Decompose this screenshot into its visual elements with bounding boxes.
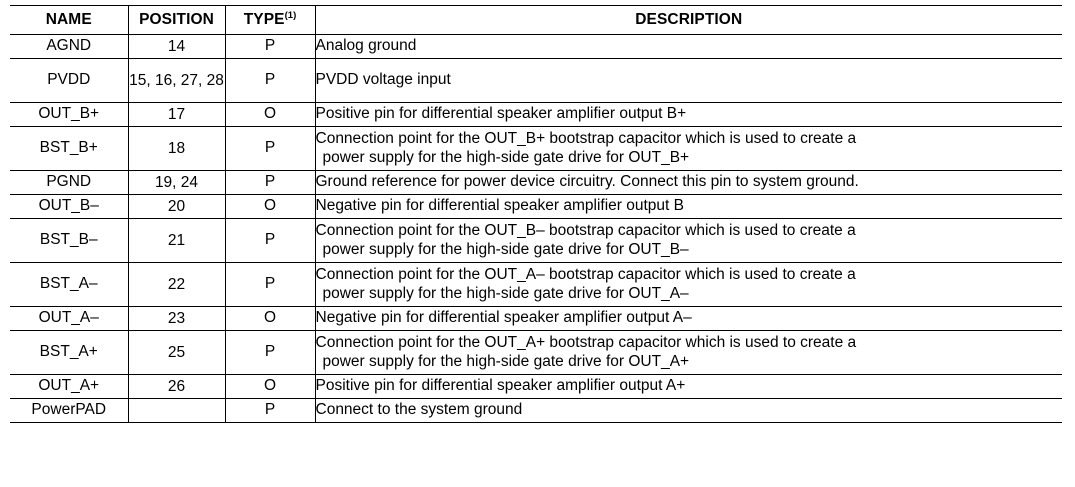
cell-pin-position: 19, 24 [128,170,226,195]
cell-pin-description: Ground reference for power device circui… [315,170,1062,195]
cell-pin-description: PVDD voltage input [315,58,1062,103]
cell-pin-position: 20 [128,194,226,219]
cell-pin-position: 25 [128,330,226,375]
cell-pin-name: AGND [10,34,129,59]
column-header-type-label: TYPE [243,11,285,29]
cell-pin-name: OUT_A– [10,306,129,331]
description-line: Analog ground [315,37,417,55]
cell-pin-name: BST_A– [10,262,129,307]
cell-pin-position: 26 [128,374,226,399]
cell-pin-type: O [225,194,316,219]
cell-pin-position: 18 [128,126,226,171]
cell-pin-name: BST_B– [10,218,129,263]
cell-pin-type: O [225,374,316,399]
cell-pin-description: Connection point for the OUT_B+ bootstra… [315,126,1062,171]
cell-pin-position: 21 [128,218,226,263]
cell-pin-name: BST_A+ [10,330,129,375]
cell-pin-name: BST_B+ [10,126,129,171]
cell-pin-position: 22 [128,262,226,307]
cell-pin-position: 14 [128,34,226,59]
column-header-description: DESCRIPTION [315,5,1062,35]
cell-pin-type: P [225,126,316,171]
cell-pin-position: 17 [128,102,226,127]
cell-pin-name: PGND [10,170,129,195]
cell-pin-type: O [225,306,316,331]
cell-pin-description: Connect to the system ground [315,398,1062,423]
description-line: Connection point for the OUT_B– bootstra… [315,222,856,240]
cell-pin-description: Connection point for the OUT_A– bootstra… [315,262,1062,307]
cell-pin-description: Negative pin for differential speaker am… [315,306,1062,331]
description-line: Negative pin for differential speaker am… [315,309,692,327]
cell-pin-type: P [225,34,316,59]
cell-pin-type: P [225,262,316,307]
column-header-type: TYPE(1) [225,5,316,35]
description-line: Connection point for the OUT_B+ bootstra… [315,130,857,148]
description-line: Negative pin for differential speaker am… [315,197,684,215]
cell-pin-description: Negative pin for differential speaker am… [315,194,1062,219]
description-line: Positive pin for differential speaker am… [315,377,686,395]
description-line: PVDD voltage input [315,71,451,89]
cell-pin-type: P [225,170,316,195]
table-header-row: NAME POSITION TYPE(1) DESCRIPTION [10,5,1062,35]
description-line: Connection point for the OUT_A– bootstra… [315,266,856,284]
column-header-position: POSITION [128,5,226,35]
cell-pin-type: P [225,398,316,423]
column-header-name: NAME [10,5,129,35]
description-line: Connection point for the OUT_A+ bootstra… [315,334,857,352]
cell-pin-position [128,398,226,423]
cell-pin-name: OUT_B– [10,194,129,219]
cell-pin-type: O [225,102,316,127]
description-line: power supply for the high-side gate driv… [322,148,690,166]
cell-pin-description: Positive pin for differential speaker am… [315,102,1062,127]
cell-pin-name: OUT_A+ [10,374,129,399]
cell-pin-description: Analog ground [315,34,1062,59]
description-line: power supply for the high-side gate driv… [322,240,689,258]
table-header: NAME POSITION TYPE(1) DESCRIPTION [10,5,1062,35]
cell-pin-description: Connection point for the OUT_B– bootstra… [315,218,1062,263]
description-line: Positive pin for differential speaker am… [315,105,687,123]
description-line: power supply for the high-side gate driv… [322,352,690,370]
cell-pin-type: P [225,330,316,375]
cell-pin-position: 23 [128,306,226,331]
cell-pin-description: Connection point for the OUT_A+ bootstra… [315,330,1062,375]
cell-pin-type: P [225,58,316,103]
description-line: Connect to the system ground [315,401,523,419]
cell-pin-description: Positive pin for differential speaker am… [315,374,1062,399]
cell-pin-name: PVDD [10,58,129,103]
cell-pin-position: 15, 16, 27, 28 [128,58,226,103]
cell-pin-name: OUT_B+ [10,102,129,127]
cell-pin-name: PowerPAD [10,398,129,423]
description-line: power supply for the high-side gate driv… [322,284,689,302]
description-line: Ground reference for power device circui… [315,173,859,191]
column-header-type-footnote: (1) [284,10,297,22]
cell-pin-type: P [225,218,316,263]
